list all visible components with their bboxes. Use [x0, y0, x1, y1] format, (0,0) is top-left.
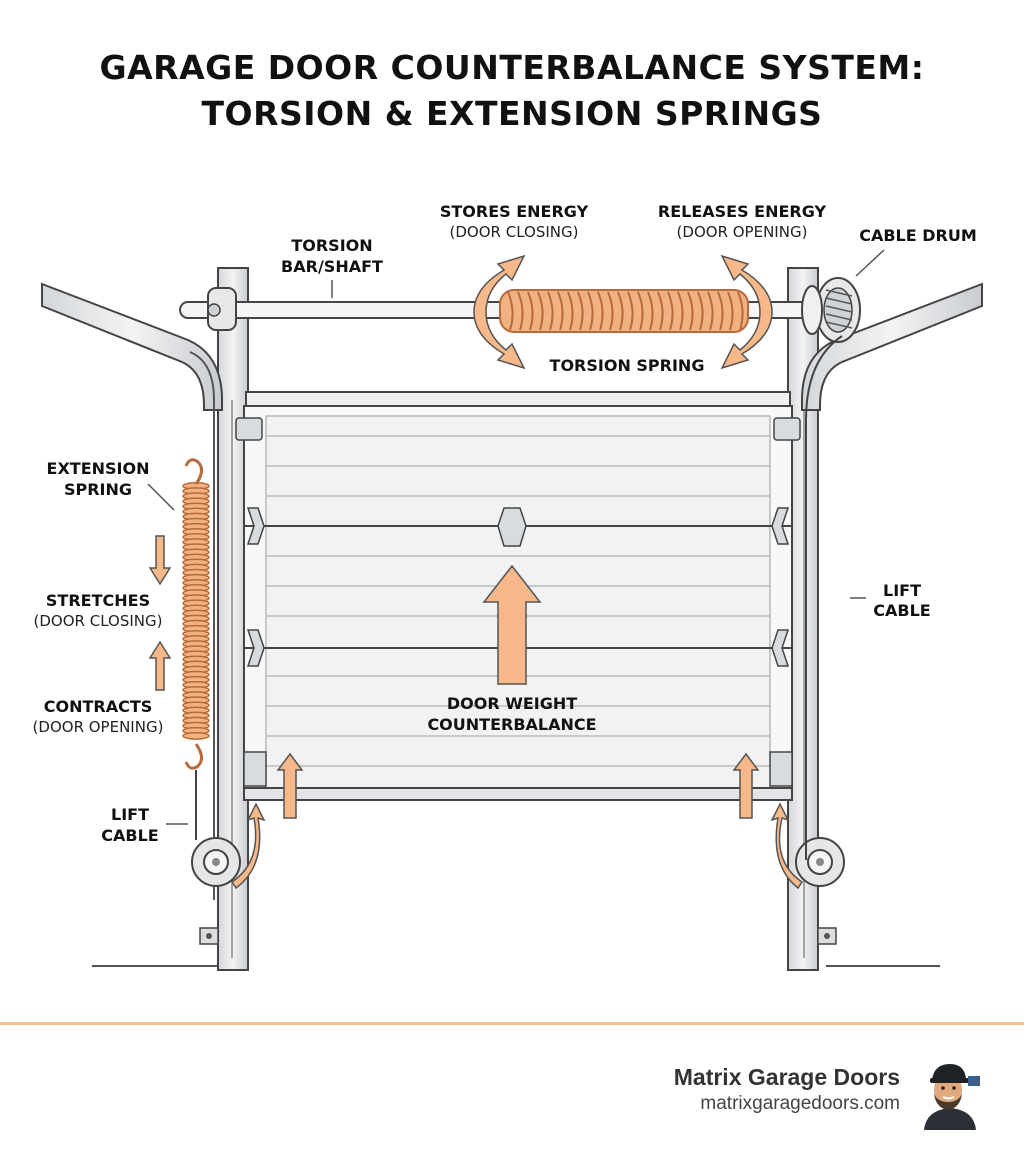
extension-spring-arrows: [148, 535, 172, 691]
torsion-bar-label-line2: BAR/SHAFT: [281, 257, 383, 276]
cable-drum-label: CABLE DRUM: [859, 226, 977, 245]
releases-energy-sublabel: (DOOR OPENING): [677, 223, 808, 241]
brand-name: Matrix Garage Doors: [673, 1064, 900, 1090]
extension-spring-label-line1: EXTENSION: [47, 459, 150, 478]
contracts-label: CONTRACTS: [44, 697, 153, 716]
brand-url[interactable]: matrixgaragedoors.com: [700, 1093, 900, 1114]
cable-drum: [801, 277, 861, 343]
extension-spring-label-line2: SPRING: [64, 480, 132, 499]
left-horizontal-track: [41, 282, 223, 900]
torsion-rotation-arrows: [473, 254, 773, 370]
bottom-lift-arrows: [230, 752, 804, 890]
extension-spring-hooks: [184, 458, 203, 770]
right-horizontal-track: [801, 282, 983, 411]
pulley-right: [795, 837, 845, 887]
avatar-mascot-icon: [924, 1064, 980, 1130]
footer-divider: [0, 1022, 1024, 1025]
door-weight-label-line1: DOOR WEIGHT: [447, 694, 577, 713]
torsion-bar-label-line1: TORSION: [291, 236, 372, 255]
lift-cable-right-label-line1: LIFT: [883, 581, 921, 600]
lift-cable-right-label-line2: CABLE: [873, 601, 930, 620]
brand-block: Matrix Garage Doors matrixgaragedoors.co…: [674, 1064, 900, 1115]
extension-spring: [182, 482, 210, 740]
stretches-sublabel: (DOOR CLOSING): [34, 612, 163, 630]
pulley-left: [191, 837, 241, 887]
lift-cable-left-label-line1: LIFT: [111, 805, 149, 824]
stores-energy-sublabel: (DOOR CLOSING): [450, 223, 579, 241]
contracts-sublabel: (DOOR OPENING): [33, 718, 164, 736]
stretches-label: STRETCHES: [46, 591, 150, 610]
page-title-line2: TORSION & EXTENSION SPRINGS: [201, 94, 823, 133]
lift-cable-right-line: [805, 335, 843, 860]
header-beam: [245, 391, 791, 407]
torsion-spring: [499, 289, 749, 333]
leader-lines: [147, 249, 885, 825]
torsion-bar-label: TORSION BAR/SHAFT: [281, 236, 383, 276]
door-hinges: [235, 417, 801, 787]
stores-energy-label: STORES ENERGY: [440, 202, 589, 221]
releases-energy-label: RELEASES ENERGY: [658, 202, 827, 221]
counterbalance-diagram: TORSION BAR/SHAFT STORES ENERGY (DOOR CL…: [33, 202, 983, 971]
door-weight-label-line2: COUNTERBALANCE: [427, 715, 596, 734]
torsion-spring-label: TORSION SPRING: [550, 356, 705, 375]
door-weight-arrow: [482, 564, 542, 685]
lift-cable-left-label-line2: CABLE: [101, 826, 158, 845]
page-title-line1: GARAGE DOOR COUNTERBALANCE SYSTEM:: [99, 48, 925, 87]
